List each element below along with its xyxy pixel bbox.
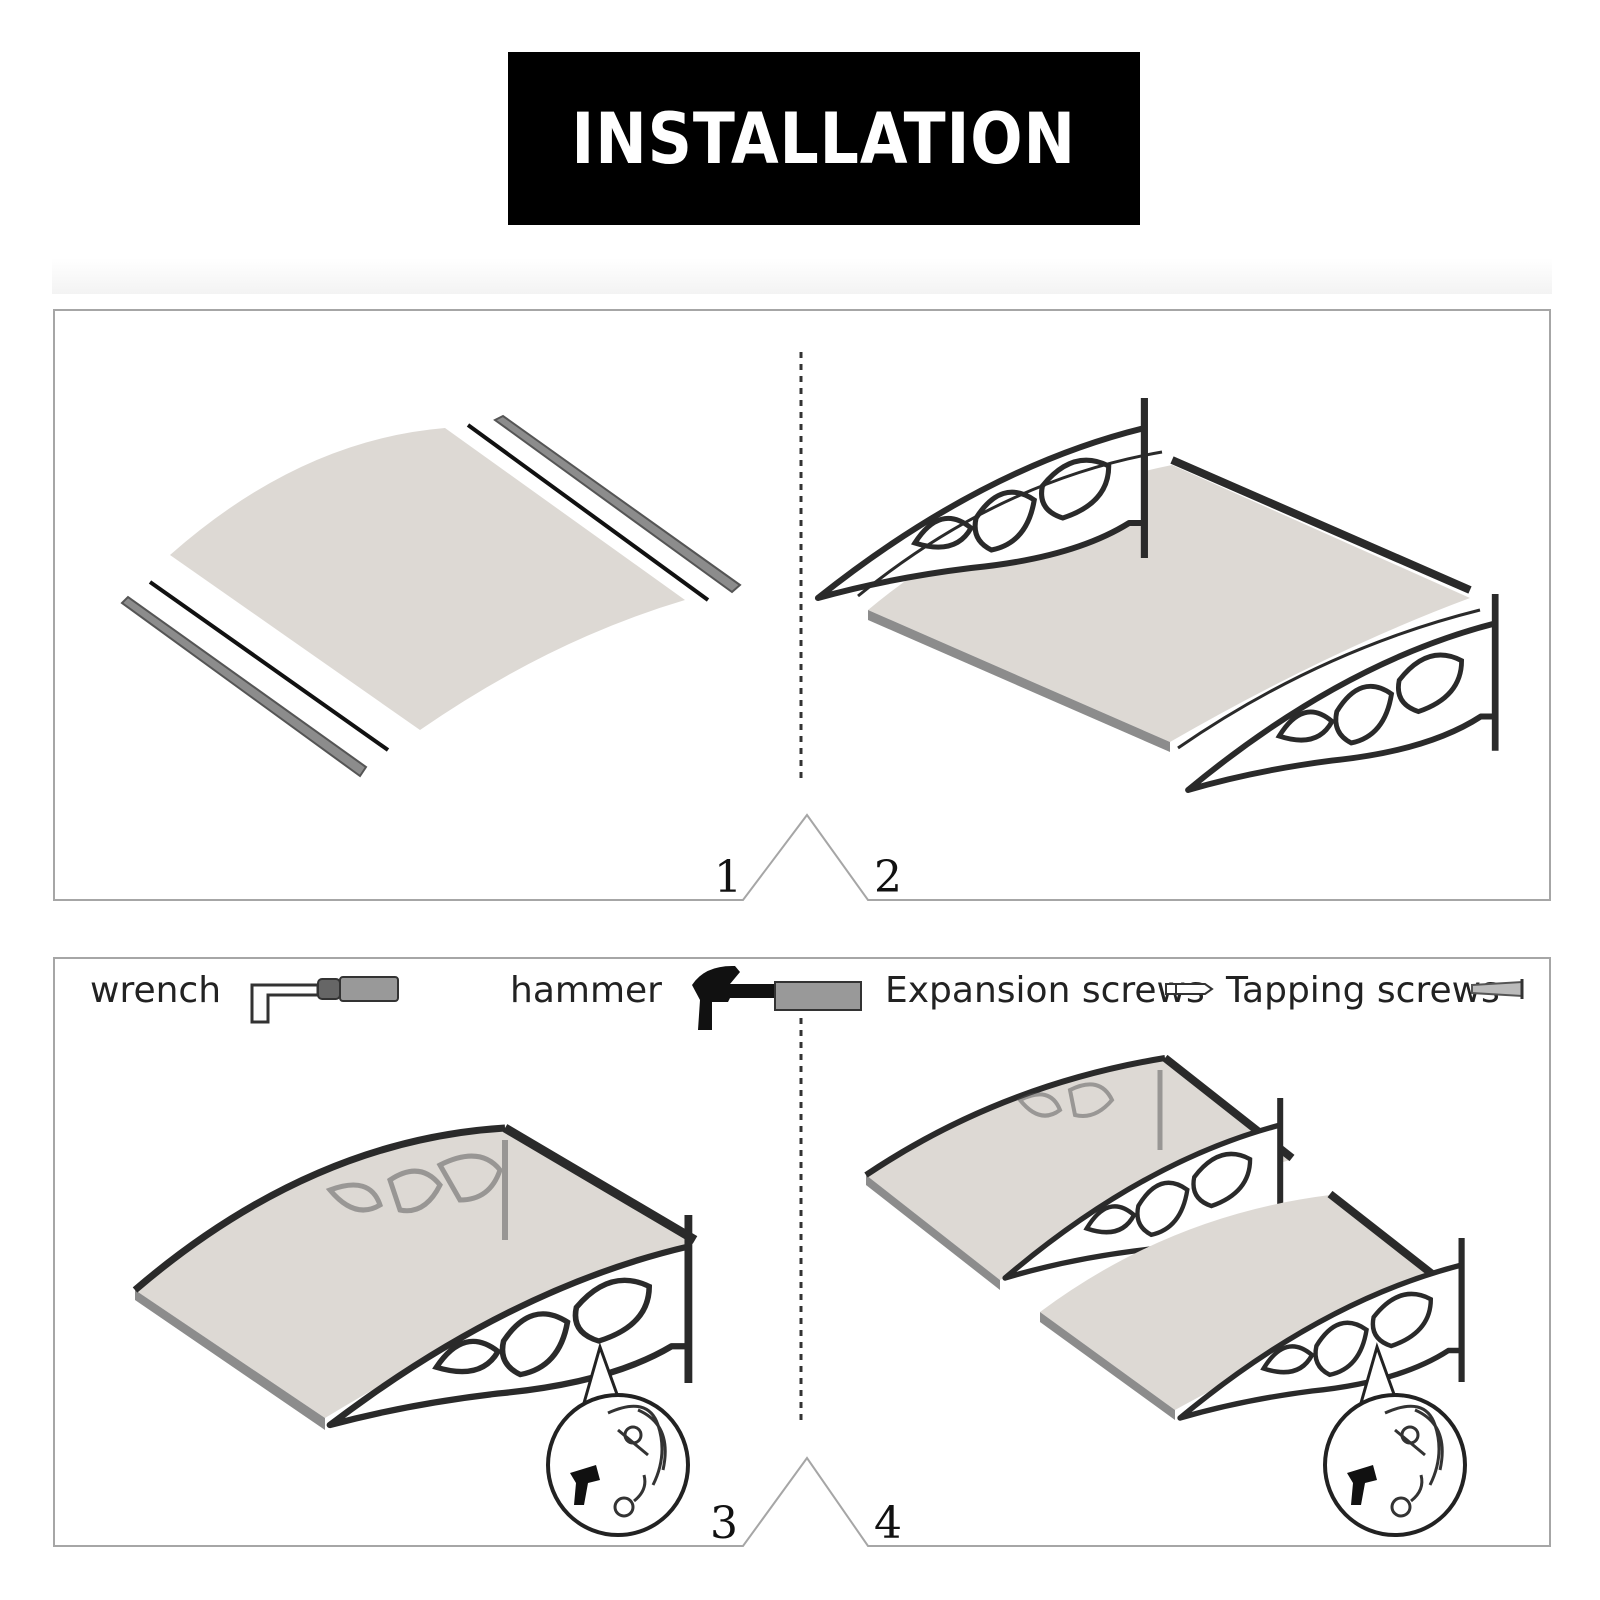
wrench-icon [250,976,399,1024]
step1-illustration [120,414,742,778]
hammer-label: hammer [510,970,662,1011]
tapping-screw-icon [1471,979,1524,999]
rail-line-top [466,423,710,602]
step-number-1: 1 [714,852,742,903]
expansion-screw-icon [1165,983,1214,995]
step-number-3: 3 [710,1498,738,1549]
rail-line-bottom [148,580,390,752]
rail-bar-top [493,414,742,594]
step-number-4: 4 [874,1498,902,1549]
step2-illustration [818,398,1495,790]
title-banner: INSTALLATION [508,52,1140,225]
bottom-frame [53,957,1551,1547]
rail-bar-bottom [120,595,368,778]
step3-illustration [132,1124,698,1537]
expansion-screws-label: Expansion screws [885,970,1205,1011]
title-text: INSTALLATION [571,97,1077,180]
tapping-screws-label: Tapping screws [1225,970,1500,1011]
separator-band [52,258,1552,294]
step4-illustration [864,1054,1467,1537]
polycarbonate-sheet [170,428,685,730]
wrench-label: wrench [90,970,221,1011]
top-frame [53,309,1551,901]
hammer-icon [692,965,862,1030]
step-number-2: 2 [874,852,902,903]
